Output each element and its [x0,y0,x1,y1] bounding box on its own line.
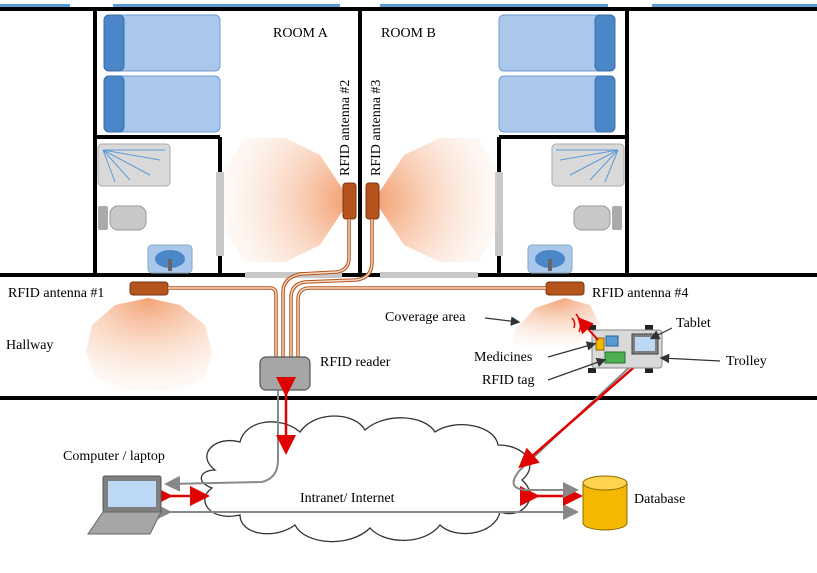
shower-room-a [97,143,171,187]
sink-room-b [527,244,573,274]
rfid-reader-box [259,356,311,391]
database-icon [582,475,628,531]
label-antenna-4: RFID antenna #4 [592,286,688,301]
rfid-antenna-3 [365,182,380,220]
label-trolley: Trolley [726,354,767,369]
network-cloud [200,415,531,543]
sink-room-a [147,244,193,274]
coverage-area-antenna-3 [374,138,497,262]
bed-room-b-1 [498,14,616,72]
label-antenna-3: RFID antenna #3 [369,80,384,176]
rfid-antenna-4 [545,281,585,296]
label-tablet: Tablet [676,316,711,331]
antenna-cables [168,219,546,360]
coverage-area-antenna-1 [86,298,212,390]
network-links [153,344,658,520]
toilet-room-b [573,205,622,231]
rfid-antenna-1 [129,281,169,296]
toilet-room-a [98,205,147,231]
label-medicines: Medicines [474,350,532,365]
label-database: Database [634,492,685,507]
callout-lines [484,316,721,381]
bed-room-b-2 [498,75,616,133]
rfid-antenna-2 [342,182,357,220]
coverage-area-antenna-2 [224,138,350,262]
trolley-icon [571,313,663,373]
label-rfid-reader: RFID reader [320,355,391,370]
coverage-area-antenna-4 [512,298,600,345]
bed-room-a-2 [103,75,221,133]
laptop-icon [87,475,162,535]
shower-room-b [551,143,625,187]
walls [0,7,817,400]
label-coverage-area: Coverage area [385,310,466,325]
label-computer: Computer / laptop [63,449,165,464]
bed-room-a-1 [103,14,221,72]
label-room-b: ROOM B [381,26,436,41]
label-room-a: ROOM A [273,26,329,41]
label-rfid-tag: RFID tag [482,373,535,388]
top-windows [0,4,817,9]
label-antenna-2: RFID antenna #2 [338,80,353,176]
label-network: Intranet/ Internet [300,491,395,506]
label-antenna-1: RFID antenna #1 [8,286,104,301]
label-hallway: Hallway [6,338,53,353]
